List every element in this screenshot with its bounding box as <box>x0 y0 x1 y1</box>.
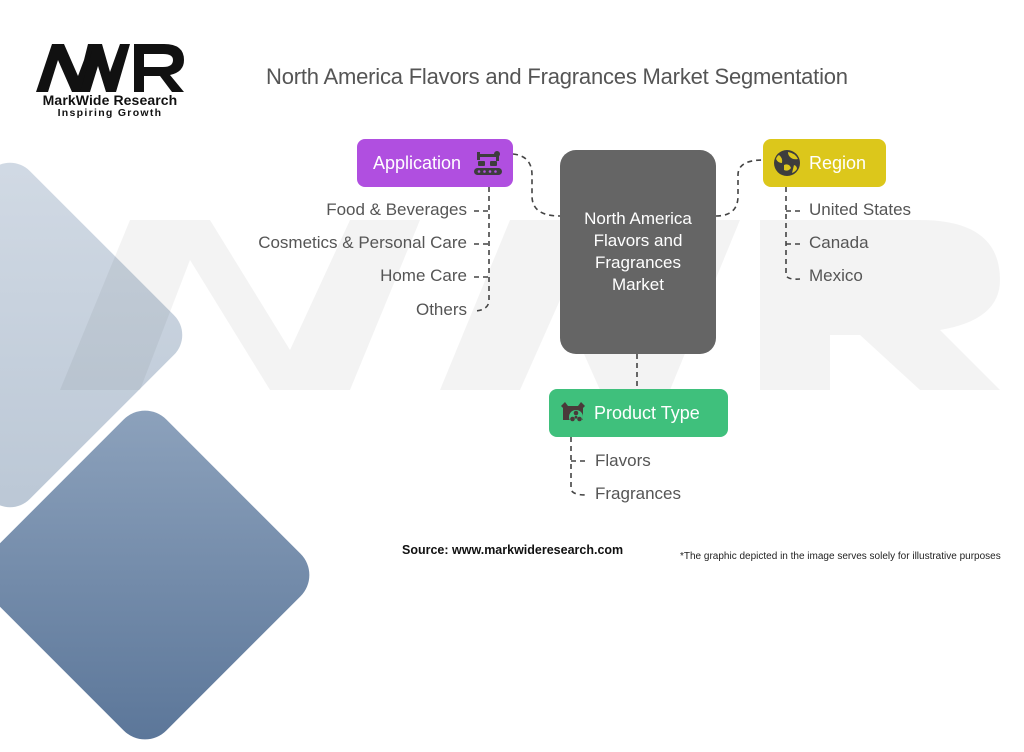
list-item-flavors: Flavors <box>595 451 651 470</box>
conveyor-robot-icon <box>474 151 502 175</box>
center-node-market: North America Flavors and Fragrances Mar… <box>560 150 716 354</box>
list-item-cosmetics-personal-care: Cosmetics & Personal Care <box>258 233 467 252</box>
brand-logo: MarkWide Research Inspiring Growth <box>34 42 186 119</box>
category-product-type-label: Product Type <box>594 402 700 423</box>
brand-name: MarkWide Research <box>42 92 178 108</box>
center-node-label: North America Flavors and Fragrances Mar… <box>584 209 692 294</box>
list-item-mexico: Mexico <box>809 266 863 285</box>
disclaimer-note: *The graphic depicted in the image serve… <box>680 551 1001 562</box>
category-application-label: Application <box>373 152 462 173</box>
globe-icon <box>774 150 800 176</box>
list-item-united-states: United States <box>809 200 912 219</box>
category-region-label: Region <box>809 152 867 173</box>
category-application: Application <box>357 139 513 187</box>
brand-tagline: Inspiring Growth <box>57 107 163 119</box>
page-title: North America Flavors and Fragrances Mar… <box>266 64 848 89</box>
category-region: Region <box>763 139 886 187</box>
list-item-home-care: Home Care <box>380 266 467 285</box>
mwr-logo-icon <box>36 44 184 92</box>
list-item-fragrances: Fragrances <box>595 484 681 503</box>
list-item-others: Others <box>415 300 467 319</box>
bottle-flower-icon <box>561 402 585 424</box>
source-credit: Source: www.markwideresearch.com <box>402 543 624 557</box>
list-item-food-beverages: Food & Beverages <box>326 200 467 219</box>
category-product-type: Product Type <box>549 389 728 437</box>
list-item-canada: Canada <box>809 233 869 252</box>
